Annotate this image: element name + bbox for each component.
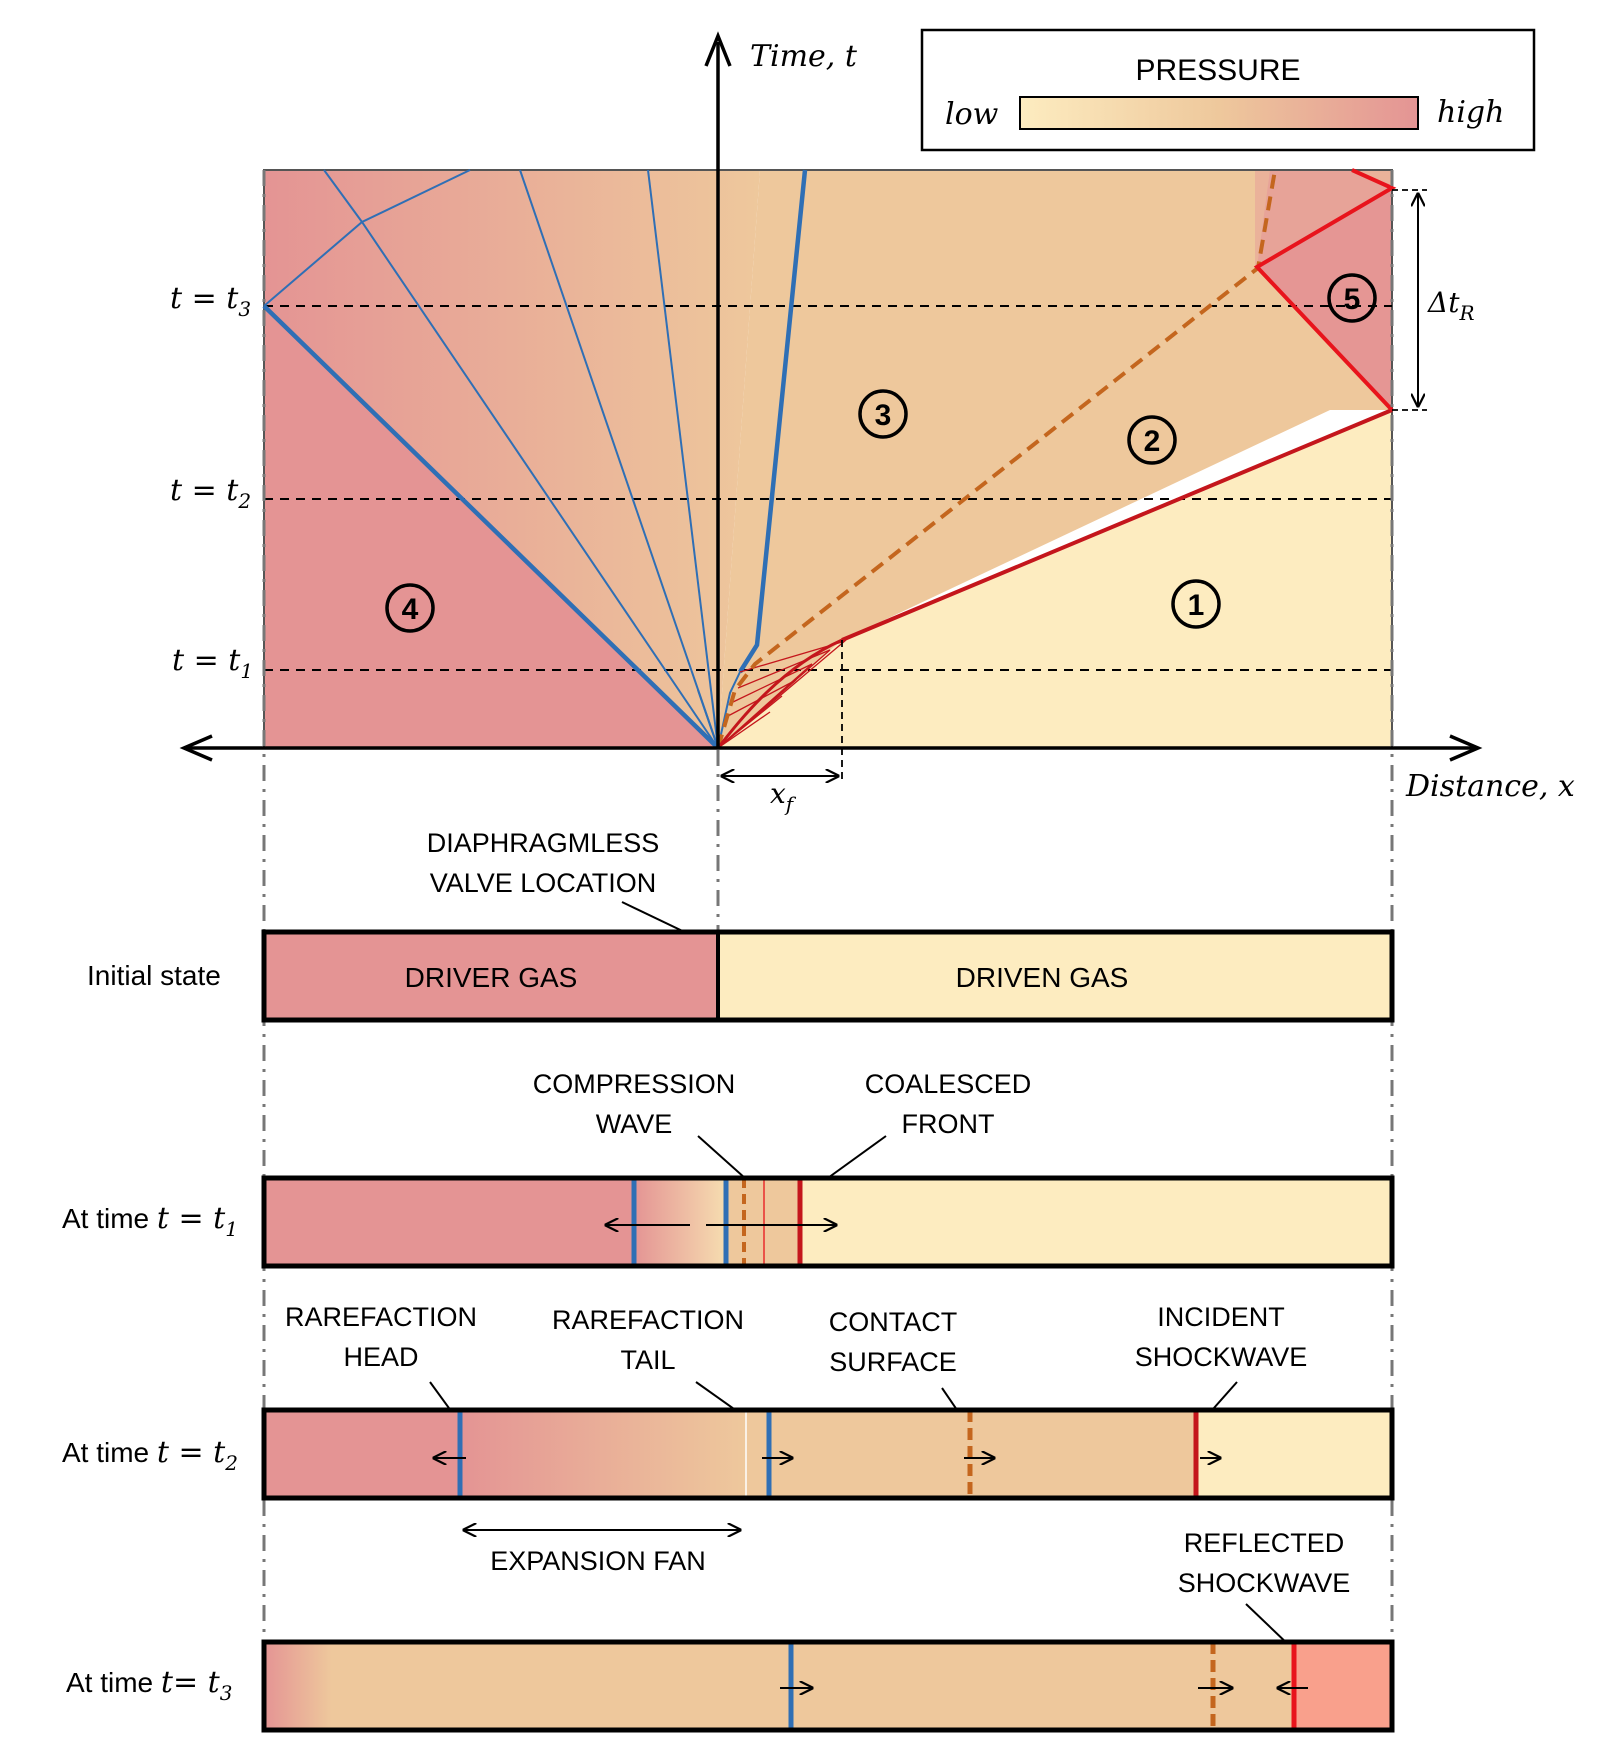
incident-shock-line: [841, 408, 1393, 642]
legend-high: high: [1437, 95, 1504, 130]
valve-label-line2: VALVE LOCATION: [430, 868, 657, 898]
region-badge-3: 3: [858, 389, 908, 439]
t2-row-label: At time t = t2: [62, 1435, 238, 1475]
t1-row: COMPRESSION WAVE COALESCED FRONT At time…: [62, 1069, 1395, 1269]
t2-row: RAREFACTION HEAD RAREFACTION TAIL CONTAC…: [62, 1302, 1395, 1576]
t1-row-label: At time t = t1: [62, 1201, 238, 1241]
region-1-fill: [718, 410, 1392, 748]
initial-state-label: Initial state: [87, 960, 221, 991]
legend-colorbar: [1019, 96, 1419, 130]
svg-text:3: 3: [875, 399, 892, 432]
reflected-shock-line: [1253, 168, 1397, 412]
t1-label: t = t1: [172, 643, 253, 683]
contact-label-line1: CONTACT: [829, 1307, 958, 1337]
tail-label-line1: RAREFACTION: [552, 1305, 744, 1335]
expansion-fan-fill: [264, 170, 760, 748]
driver-gas-label: DRIVER GAS: [405, 962, 578, 993]
distance-axis-label: Distance, x: [1405, 769, 1575, 804]
svg-text:5: 5: [1344, 283, 1361, 316]
contact-label-line2: SURFACE: [829, 1347, 957, 1377]
delta-t-label: ΔtR: [1427, 286, 1475, 325]
pressure-legend: PRESSURE low high: [920, 28, 1536, 152]
reflected-label-line2: SHOCKWAVE: [1178, 1568, 1351, 1598]
valve-label-line1: DIAPHRAGMLESS: [427, 828, 660, 858]
incident-label-line2: SHOCKWAVE: [1135, 1342, 1308, 1372]
region-3-2-fill: [718, 170, 1392, 748]
svg-text:1: 1: [1188, 589, 1205, 622]
svg-text:4: 4: [402, 593, 419, 626]
t3-label: t = t3: [170, 281, 251, 321]
rarefaction-fan-lines: [262, 169, 808, 750]
contact-surface-line: [716, 169, 1277, 749]
initial-state-row: Initial state DRIVER GAS DRIVEN GAS: [87, 929, 1395, 1023]
t3-row-label: At time t= t3: [66, 1665, 232, 1705]
compression-label-line2: WAVE: [596, 1109, 673, 1139]
coalesced-label-line2: FRONT: [902, 1109, 995, 1139]
incident-label-line1: INCIDENT: [1157, 1302, 1285, 1332]
expansion-fan-label: EXPANSION FAN: [490, 1546, 706, 1576]
valve-label: DIAPHRAGMLESS VALVE LOCATION: [427, 828, 719, 949]
t2-label: t = t2: [170, 473, 251, 513]
region-badge-1: 1: [1171, 579, 1221, 629]
region-5-top: [1255, 170, 1392, 267]
xt-diagram: xf ΔtR Time, t Distance, x t = t3 t = t2…: [170, 31, 1575, 816]
head-label-line1: RAREFACTION: [285, 1302, 477, 1332]
compression-label-line1: COMPRESSION: [533, 1069, 736, 1099]
legend-low: low: [945, 97, 999, 132]
t3-row: REFLECTED SHOCKWAVE At time t= t3: [66, 1528, 1395, 1733]
legend-title: PRESSURE: [1135, 54, 1300, 87]
coalesced-label-line1: COALESCED: [865, 1069, 1032, 1099]
head-label-line2: HEAD: [343, 1342, 418, 1372]
guide-lines: [262, 170, 1394, 1645]
time-axis-label: Time, t: [750, 39, 858, 74]
region-badge-5: 5: [1327, 273, 1377, 323]
svg-text:2: 2: [1144, 425, 1161, 458]
reflected-label-line1: REFLECTED: [1184, 1528, 1345, 1558]
driven-gas-label: DRIVEN GAS: [956, 962, 1129, 993]
tail-label-line2: TAIL: [620, 1345, 675, 1375]
xf-label: xf: [770, 777, 797, 816]
region-badge-4: 4: [385, 583, 435, 633]
coalescing-front: [716, 638, 843, 749]
region-badge-2: 2: [1127, 415, 1177, 465]
